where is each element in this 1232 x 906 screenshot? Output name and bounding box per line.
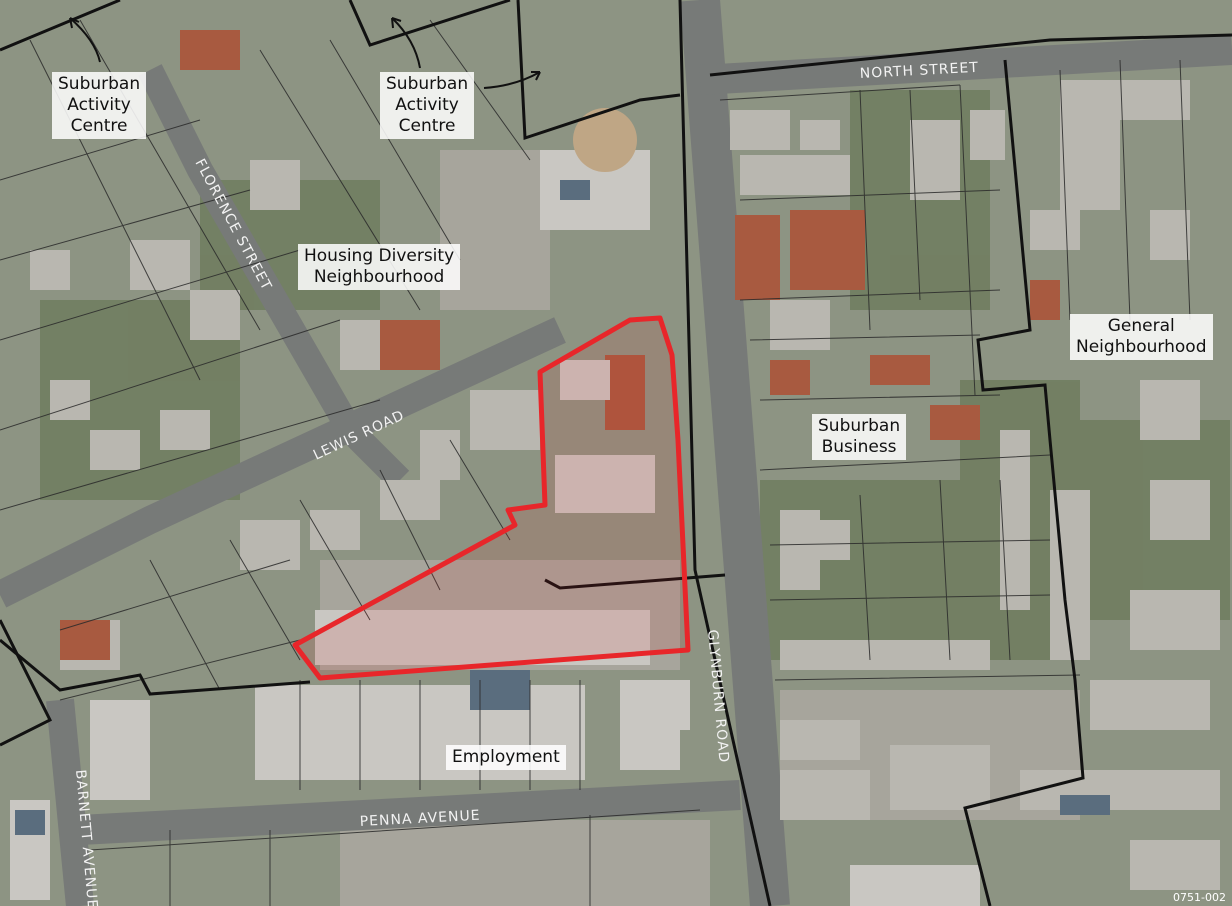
arrow-north-activity-centre: [391, 17, 421, 69]
arrow-west-activity-centre: [69, 17, 101, 63]
penna-avenue: [79, 780, 741, 845]
boundary-glynburn-road: [678, 0, 772, 906]
zone-label-employment: Employment: [446, 745, 566, 770]
street-penna-avenue: PENNA AVENUE: [359, 808, 481, 830]
zone-label-suburban-business: Suburban Business: [812, 414, 907, 460]
boundary-activity-centre-north-a: [348, 0, 511, 47]
parcel-lines: [0, 19, 1191, 906]
zone-label-suburban-activity-centre-west: Suburban Activity Centre: [52, 72, 147, 139]
zone-label-housing-diversity-neighbourhood: Housing Diversity Neighbourhood: [298, 244, 461, 290]
zone-label-general-neighbourhood: General Neighbourhood: [1070, 314, 1213, 360]
boundary-activity-centre-north-b: [516, 0, 681, 141]
leader-arrows: [69, 17, 541, 89]
arrow-head-east: [531, 71, 541, 81]
subject-site-outline: [292, 315, 691, 681]
florence-street: [138, 64, 410, 490]
barnett-avenue: [46, 698, 94, 906]
boundary-north-street: [709, 33, 1232, 77]
arrow-east-activity-centre: [483, 71, 541, 89]
arrow-head-north: [391, 17, 402, 29]
figure-reference: 0751-002: [1173, 891, 1226, 904]
glynburn-road: [680, 0, 790, 906]
boundary-employment-west: [0, 638, 311, 696]
arrow-head-west: [69, 17, 80, 29]
north-street: [699, 35, 1232, 95]
street-north-street: NORTH STREET: [859, 60, 979, 82]
boundary-activity-centre-west: [0, 0, 121, 52]
lewis-road: [0, 317, 566, 608]
boundary-employment-east: [544, 573, 726, 590]
zone-label-suburban-activity-centre-north: Suburban Activity Centre: [380, 72, 475, 139]
boundary-general-neighbourhood: [963, 59, 1085, 906]
